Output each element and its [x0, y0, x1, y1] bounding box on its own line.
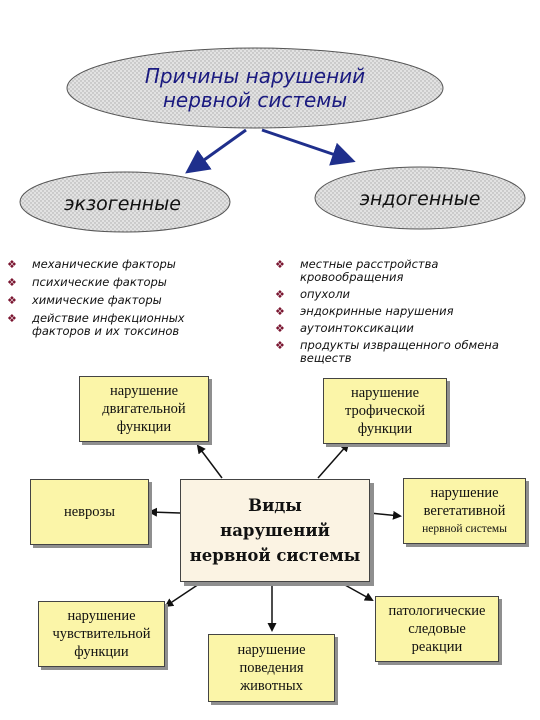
diagram-title: Причины нарушений нервной системы	[120, 64, 390, 112]
list-item: ❖ опухоли	[272, 287, 538, 302]
center-types-box: Виды нарушений нервной системы	[180, 479, 370, 582]
arrow-to-pathological	[335, 579, 374, 601]
diamond-bullet-icon: ❖	[7, 276, 17, 289]
center-title-line: нервной системы	[189, 546, 361, 565]
diamond-bullet-icon: ❖	[7, 312, 17, 325]
list-item: ❖ действие инфекционных факторов и их ток…	[4, 312, 232, 338]
box-line: трофической	[344, 403, 425, 419]
main-cause-ellipse	[66, 47, 444, 129]
autonomic-nervous-system-box: нарушение вегетативной нервной системы	[403, 478, 526, 544]
box-line: нервной системы	[422, 523, 507, 535]
box-line: функции	[74, 644, 129, 660]
list-item-text: действие инфекционных факторов и их токс…	[32, 311, 185, 338]
box-line: неврозы	[63, 504, 115, 520]
motor-function-box: нарушение двигательной функции	[79, 376, 209, 442]
center-title-line: Виды	[248, 496, 302, 515]
exogenous-factors-list: ❖ механические факторы ❖ психические факто…	[4, 258, 254, 343]
box-line: чувствительной	[52, 626, 151, 642]
arrow-to-motor	[196, 444, 223, 479]
diamond-bullet-icon: ❖	[275, 339, 285, 352]
list-item-text: аутоинтоксикации	[300, 321, 414, 335]
box-line: нарушение	[430, 485, 499, 501]
box-line: вегетативной	[423, 503, 506, 519]
pathological-trace-reactions-box: патологические следовые реакции	[375, 596, 499, 662]
exogenous-title: экзогенные	[64, 193, 181, 215]
list-item-text: психические факторы	[32, 275, 167, 289]
neuroses-box: неврозы	[30, 479, 149, 545]
diamond-bullet-icon: ❖	[275, 305, 285, 318]
list-item: ❖ психические факторы	[4, 275, 254, 290]
box-line: следовые	[408, 621, 466, 637]
box-line: функции	[116, 419, 172, 435]
endogenous-title: эндогенные	[359, 188, 481, 210]
diamond-bullet-icon: ❖	[275, 258, 285, 271]
diamond-bullet-icon: ❖	[275, 288, 285, 301]
list-item: ❖ химические факторы	[4, 293, 254, 308]
list-item-text: эндокринные нарушения	[300, 304, 454, 318]
list-item-text: химические факторы	[32, 293, 162, 307]
list-item: ❖ местные расстройства кровообращения	[272, 258, 515, 284]
box-line: животных	[240, 678, 303, 694]
trophic-function-box: нарушение трофической функции	[323, 378, 447, 444]
box-line: патологические	[388, 603, 486, 619]
arrow-to-sensory	[164, 579, 206, 608]
arrow-to-neuroses	[148, 507, 181, 517]
endogenous-factors-list: ❖ местные расстройства кровообращения ❖ оп…	[272, 258, 538, 369]
diamond-bullet-icon: ❖	[275, 322, 285, 335]
diamond-bullet-icon: ❖	[7, 294, 17, 307]
list-item: ❖ эндокринные нарушения	[272, 304, 538, 319]
list-item-text: механические факторы	[32, 257, 176, 271]
list-item: ❖ механические факторы	[4, 257, 254, 272]
exogenous-ellipse	[19, 171, 231, 233]
sensory-function-box: нарушение чувствительной функции	[38, 601, 165, 667]
center-title-line: нарушений	[220, 521, 330, 540]
arrow-to-endogenous	[261, 128, 356, 166]
list-item: ❖ аутоинтоксикации	[272, 321, 538, 336]
arrow-to-trophic	[317, 442, 350, 479]
box-line: нарушение	[350, 385, 420, 401]
box-line: нарушение	[237, 642, 306, 658]
box-line: реакции	[411, 639, 463, 655]
list-item-text: местные расстройства кровообращения	[300, 257, 439, 284]
list-item: ❖ продукты извращенного обмена веществ	[272, 339, 538, 365]
title-line-2: нервной системы	[162, 88, 348, 112]
box-line: двигательной	[102, 401, 186, 417]
list-item-text: опухоли	[300, 287, 351, 301]
endogenous-ellipse	[314, 166, 526, 230]
list-item-text: продукты извращенного обмена веществ	[300, 338, 499, 365]
arrow-to-exogenous	[185, 128, 247, 174]
box-line: поведения	[239, 660, 304, 676]
box-line: нарушение	[67, 608, 136, 624]
title-line-1: Причины нарушений	[144, 64, 366, 88]
box-line: нарушение	[109, 383, 179, 399]
arrow-to-autonomic	[369, 510, 402, 520]
animal-behavior-box: нарушение поведения животных	[208, 634, 335, 702]
diamond-bullet-icon: ❖	[7, 258, 17, 271]
box-line: функции	[357, 421, 413, 437]
